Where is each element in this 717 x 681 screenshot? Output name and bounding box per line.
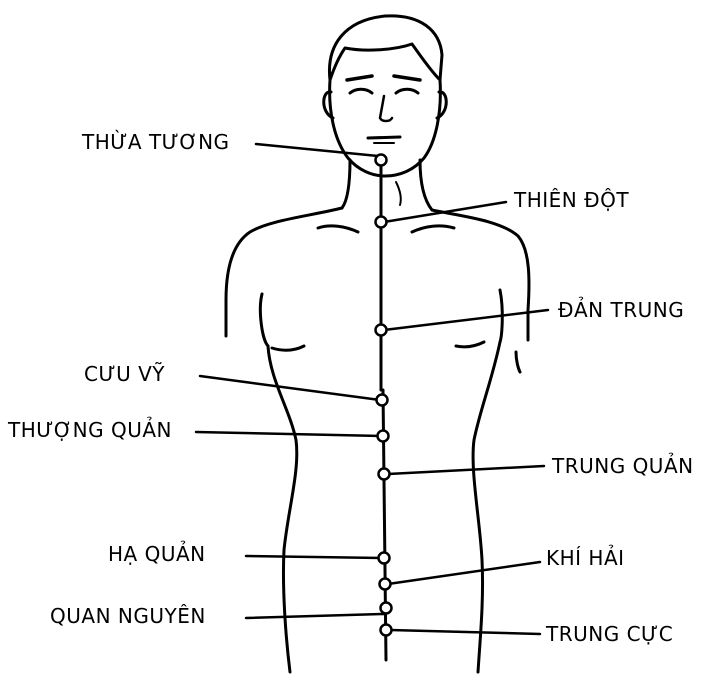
label-thien-dot: THIÊN ĐỘT [514,190,629,210]
label-cuu-vy: CƯU VỸ [84,364,165,384]
leader-cuu-vy [200,376,380,400]
left-collarbone [318,226,358,232]
label-thuong-quan: THƯỢNG QUẢN [8,420,172,440]
mouth [368,137,400,138]
point-marker [376,325,387,336]
neck-left [342,160,350,208]
label-trung-quan: TRUNG QUẢN [552,456,694,476]
leader-khi-hai [388,562,540,584]
nose [380,96,392,121]
hair [329,16,442,80]
point-marker [378,431,389,442]
point-marker [381,603,392,614]
left-pectoral [272,346,304,350]
neck-fold [396,182,401,205]
right-pectoral [456,342,484,347]
right-eye [396,89,418,93]
label-khi-hai: KHÍ HẢI [546,548,625,568]
point-marker [380,579,391,590]
label-ha-quan: HẠ QUẢN [108,544,206,564]
leader-trung-quan [388,466,544,474]
leader-thuong-quan [196,432,382,436]
point-marker [379,553,390,564]
point-marker [376,217,387,228]
point-marker [376,155,387,166]
leader-trung-cuc [390,630,540,634]
neck-right [420,160,432,210]
torso-left [268,346,297,672]
right-shoulder [432,210,529,340]
leader-dan-trung [384,310,548,330]
left-eye [350,89,372,93]
point-marker [379,469,390,480]
leader-thua-tuong [256,144,378,156]
leader-thien-dot [384,202,506,222]
leader-quan-nguyen [246,614,384,618]
left-arm-inner [260,294,268,346]
label-quan-nguyen: QUAN NGUYÊN [50,606,206,626]
right-eyebrow [394,76,420,80]
torso-right [473,342,500,672]
label-thua-tuong: THỪA TƯƠNG [82,132,230,152]
point-marker [381,625,392,636]
right-collarbone [412,226,454,232]
left-eyebrow [347,76,372,80]
leader-ha-quan [246,556,382,558]
label-dan-trung: ĐẢN TRUNG [558,300,684,320]
right-arm-edge [516,352,520,372]
point-marker [377,395,388,406]
label-trung-cuc: TRUNG CỰC [546,624,673,644]
